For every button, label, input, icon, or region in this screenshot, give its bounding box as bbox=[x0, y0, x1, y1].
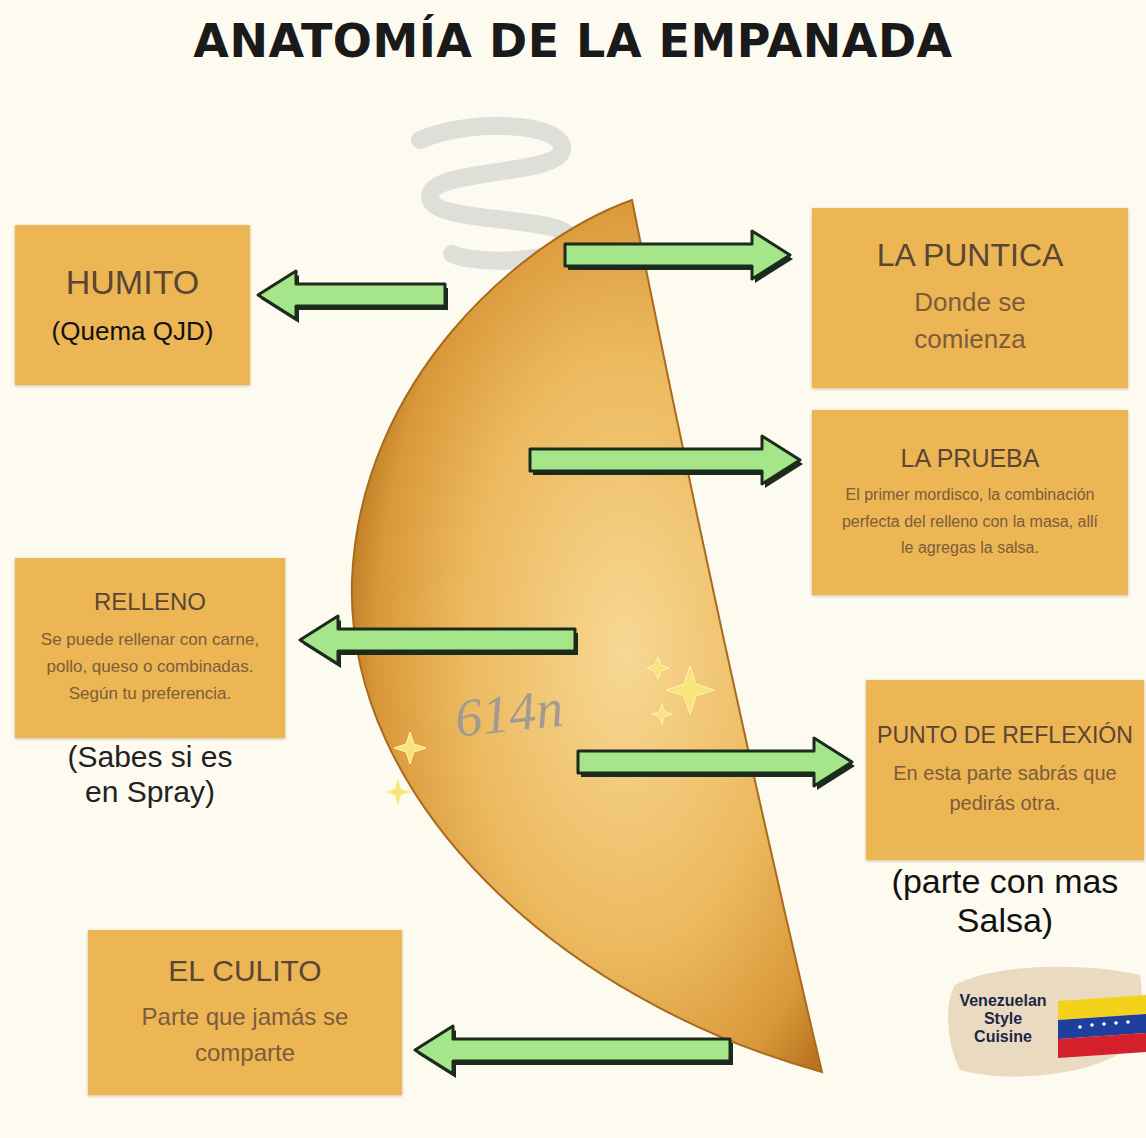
part-box: PUNTO DE REFLEXIÓN En esta parte sabrás q… bbox=[866, 680, 1144, 940]
part-box: RELLENO Se puede rellenar con carne, poll… bbox=[15, 558, 285, 809]
sparkles bbox=[385, 657, 714, 805]
box-panel: EL CULITO Parte que jamás se comparte bbox=[88, 930, 402, 1095]
box-heading: HUMITO bbox=[66, 263, 199, 302]
box-note: (Sabes si es en Spray) bbox=[48, 740, 253, 809]
part-box: EL CULITO Parte que jamás se comparte bbox=[88, 930, 402, 1095]
box-heading: PUNTO DE REFLEXIÓN bbox=[877, 722, 1133, 749]
box-heading: LA PRUEBA bbox=[901, 444, 1040, 473]
part-box: HUMITO (Quema QJD) bbox=[15, 225, 250, 385]
logo-text: Venezuelan Style Cuisine bbox=[953, 992, 1053, 1046]
box-heading: EL CULITO bbox=[168, 954, 321, 989]
logo-mark bbox=[948, 967, 1146, 1077]
box-text: (Quema QJD) bbox=[52, 316, 214, 347]
part-box: LA PUNTICA Donde se comienza bbox=[812, 208, 1128, 388]
box-text: En esta parte sabrás que pedirás otra. bbox=[885, 758, 1125, 818]
box-text: El primer mordisco, la combinación perfe… bbox=[834, 482, 1106, 561]
box-text: Parte que jamás se comparte bbox=[129, 999, 361, 1071]
box-panel: LA PRUEBA El primer mordisco, la combinac… bbox=[812, 410, 1128, 595]
box-heading: LA PUNTICA bbox=[877, 237, 1064, 274]
box-text: Donde se comienza bbox=[875, 284, 1065, 359]
box-panel: RELLENO Se puede rellenar con carne, poll… bbox=[15, 558, 285, 738]
part-box: LA PRUEBA El primer mordisco, la combinac… bbox=[812, 410, 1128, 595]
box-panel: PUNTO DE REFLEXIÓN En esta parte sabrás q… bbox=[866, 680, 1144, 860]
steam bbox=[420, 126, 570, 261]
box-panel: LA PUNTICA Donde se comienza bbox=[812, 208, 1128, 388]
box-panel: HUMITO (Quema QJD) bbox=[15, 225, 250, 385]
title: ANATOMÍA DE LA EMPANADA bbox=[0, 14, 1146, 68]
watermark: 614n bbox=[452, 677, 566, 750]
box-heading: RELLENO bbox=[94, 588, 206, 616]
box-note: (parte con mas Salsa) bbox=[890, 862, 1120, 940]
box-text: Se puede rellenar con carne, pollo, ques… bbox=[26, 626, 274, 708]
